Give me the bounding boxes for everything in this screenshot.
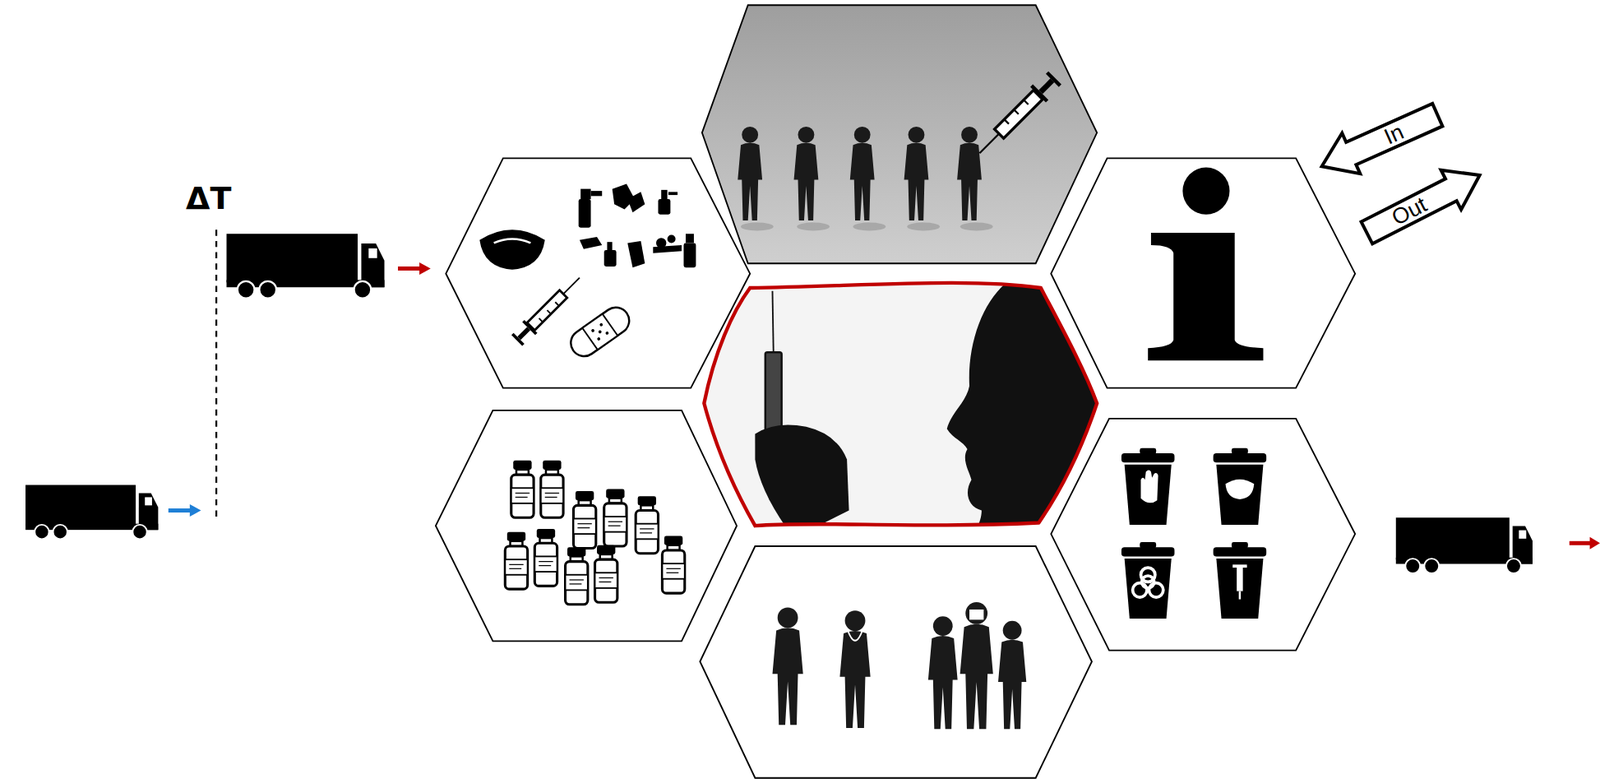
arrow-shape — [1356, 155, 1490, 253]
vaccinator-photo — [703, 282, 1102, 528]
block-arrow: In — [1309, 91, 1451, 190]
arrow-label: Out — [1388, 193, 1431, 230]
supplies-hexagon — [445, 157, 750, 388]
waste-hexagon — [1050, 418, 1355, 651]
arrow-text-box: Out — [1363, 179, 1456, 243]
time-line — [215, 229, 218, 518]
block-arrow: Out — [1353, 152, 1494, 256]
blue-arrow — [168, 504, 202, 517]
truck-icon — [25, 485, 158, 540]
arrow-shape — [1313, 94, 1448, 187]
truck-icon — [1396, 517, 1533, 574]
queue-hexagon — [702, 4, 1097, 264]
arrow-outline — [1309, 91, 1451, 190]
red-arrow — [1569, 536, 1600, 550]
staff-hexagon — [699, 545, 1092, 778]
red-arrow — [397, 262, 431, 275]
time-label: ΔT — [185, 182, 232, 214]
info-hexagon — [1050, 157, 1355, 388]
vials-hexagon — [435, 410, 737, 641]
truck-icon — [226, 233, 385, 298]
